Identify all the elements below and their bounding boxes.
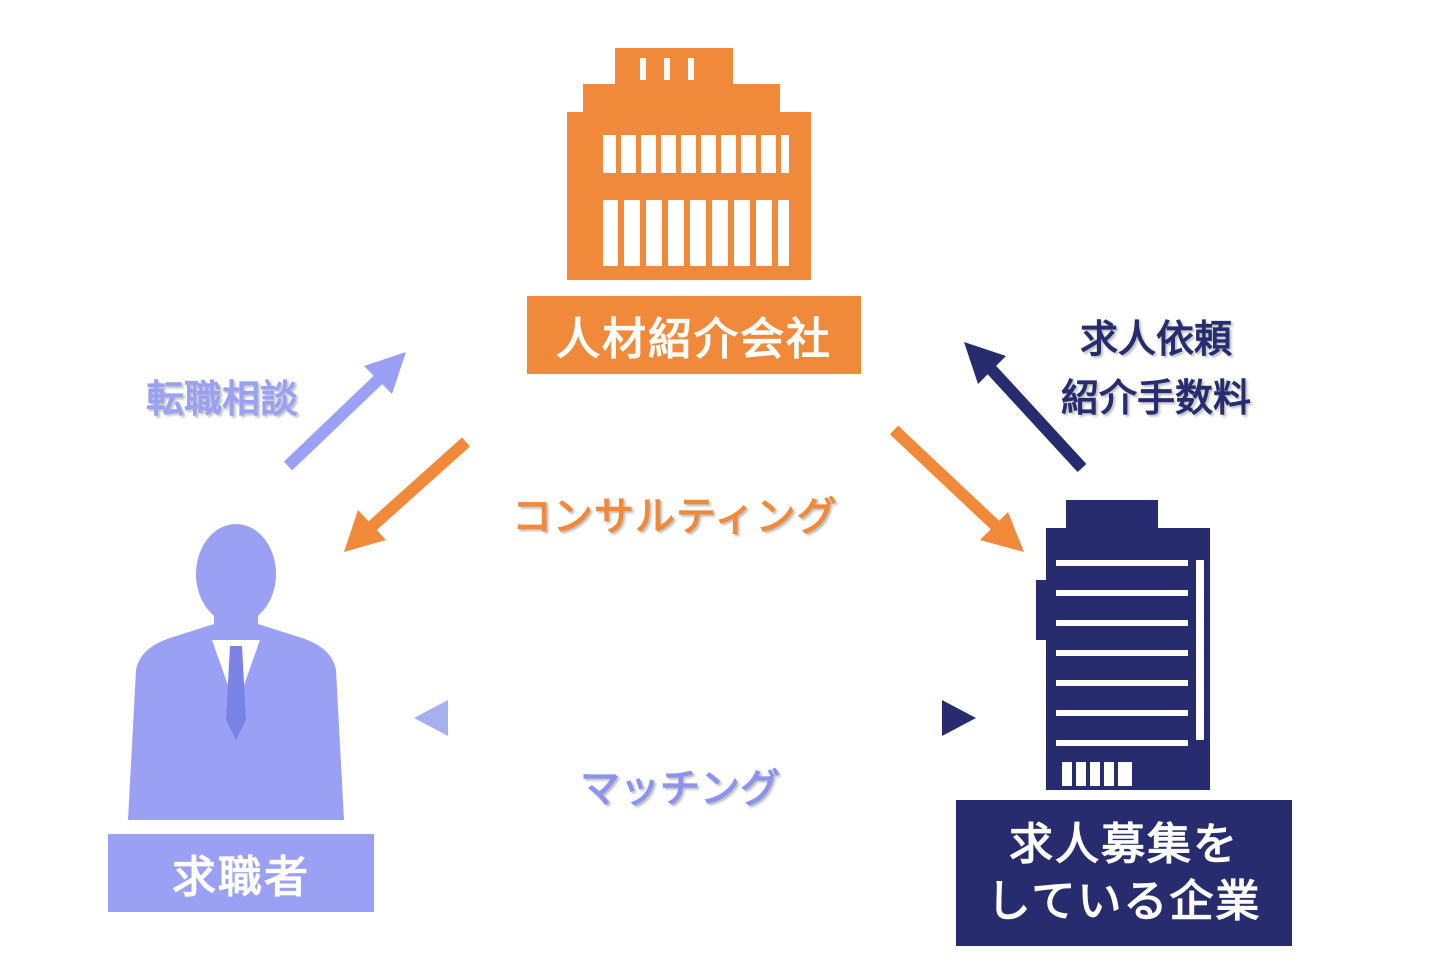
arrow-career-consult [283, 352, 406, 471]
job-request-label: 求人依頼 紹介手数料 [1040, 310, 1272, 428]
agency-building-icon [567, 48, 811, 280]
job-seeker-label-text: 求職者 [172, 852, 310, 903]
agency-label-text: 人材紹介会社 [556, 314, 832, 365]
arrow-job-request [964, 342, 1087, 473]
company-label-line1: 求人募集を [1009, 818, 1239, 870]
arrow-consulting-to-seeker [344, 437, 471, 552]
company-building-icon [1036, 500, 1210, 790]
consulting-label: コンサルティング [512, 494, 838, 540]
agency-label: 人材紹介会社 [527, 296, 861, 374]
company-label-line2: している企業 [986, 876, 1262, 927]
job-seeker-person-icon [128, 524, 344, 820]
job-request-line1: 求人依頼 [1079, 317, 1232, 361]
matching-label: マッチング [580, 766, 780, 812]
arrow-consulting-to-company [889, 425, 1024, 552]
career-consult-label: 転職相談 [146, 377, 299, 421]
company-label: 求人募集を している企業 [956, 800, 1292, 946]
job-request-line2: 紹介手数料 [1060, 375, 1251, 420]
job-seeker-label: 求職者 [108, 834, 374, 912]
arrow-matching [414, 700, 976, 736]
